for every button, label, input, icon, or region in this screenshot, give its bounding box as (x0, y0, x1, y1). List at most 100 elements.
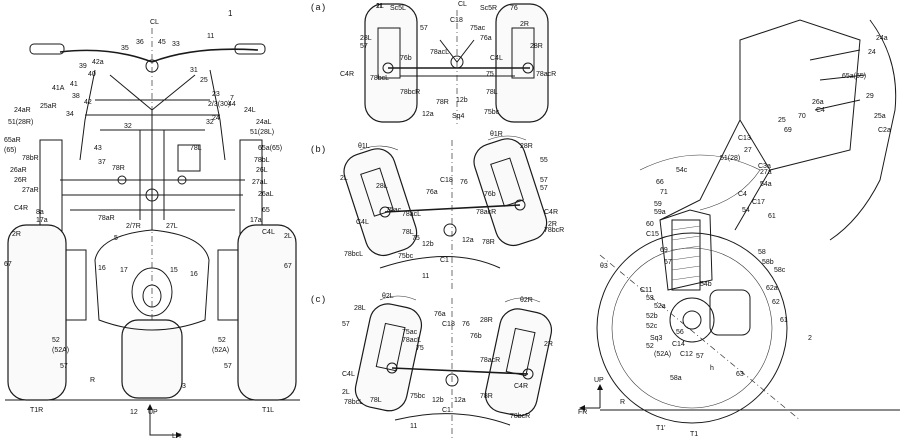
reference-numeral: 32 (124, 123, 132, 130)
reference-numeral: 57 (60, 363, 68, 370)
reference-numeral: 76a (434, 311, 446, 318)
reference-numeral: 28L (354, 305, 366, 312)
handlebar-c (394, 413, 511, 426)
left-wheel-c (354, 303, 423, 412)
reference-numeral: 78L (370, 397, 382, 404)
reference-numeral: 78bcR (510, 413, 530, 420)
reference-numeral: 76 (510, 5, 518, 12)
reference-numeral: C18 (442, 321, 455, 328)
reference-numeral: h (710, 365, 714, 372)
reference-numeral: 8a (36, 209, 44, 216)
reference-numeral: 2L (342, 389, 350, 396)
head-details (809, 49, 866, 111)
frame-side (659, 119, 771, 231)
reference-numeral: 78R (482, 239, 495, 246)
joint-icon (379, 206, 391, 218)
reference-numeral: 58 (758, 249, 766, 256)
fork-column-side (659, 209, 713, 291)
reference-numeral: T1 (690, 431, 698, 438)
reference-numeral: C17 (752, 199, 765, 206)
reference-numeral: 59a (654, 209, 666, 216)
reference-numeral: 27aL (252, 179, 268, 186)
reference-numeral: 66 (656, 179, 664, 186)
reference-numeral: 60 (646, 221, 654, 228)
reference-numeral: 27aR (22, 187, 39, 194)
reference-numeral: 17a (36, 217, 48, 224)
reference-numeral: 11 (376, 3, 383, 10)
reference-numeral: 29 (866, 93, 874, 100)
direction-axes-side (580, 385, 601, 409)
up-arrow-icon (147, 404, 153, 410)
reference-numeral: 2R (544, 341, 553, 348)
left-wheel-b (343, 148, 418, 257)
reference-numeral: 55 (540, 157, 548, 164)
reference-numeral: 75bc (484, 109, 500, 116)
reference-numeral: 28R (480, 317, 493, 324)
section-tag: (a) (310, 3, 326, 13)
reference-numeral: C15 (646, 231, 659, 238)
reference-numeral: T1L (262, 407, 274, 414)
headlight-lens (142, 284, 162, 308)
steering-axis-line (599, 254, 801, 421)
reference-numeral: 27 (744, 147, 752, 154)
tie-rod-c (391, 367, 529, 375)
center-pivot-icon (443, 223, 457, 237)
reference-numeral: FR (578, 409, 587, 416)
reference-numeral: 58c (774, 267, 786, 274)
upper-frame (109, 74, 196, 111)
reference-numeral: 78bcL (344, 399, 363, 406)
reference-numeral: C11 (640, 287, 652, 294)
reference-numeral: 56 (676, 329, 684, 336)
angle-arc-left-c (379, 295, 417, 301)
reference-numeral: 76b (400, 55, 412, 62)
vehicle-body (94, 229, 210, 331)
reference-numeral: C13 (738, 135, 751, 142)
reference-numeral: 16 (190, 271, 198, 278)
reference-numeral: 53 (646, 295, 654, 302)
reference-numeral: 75bc (398, 253, 414, 260)
reference-numeral: C4L (262, 229, 275, 236)
reference-numeral: 31 (190, 67, 198, 74)
reference-numeral: 51(28) (720, 155, 740, 162)
headlight-housing (131, 267, 173, 317)
reference-numeral: 69 (784, 127, 792, 134)
reference-numeral: (52A) (654, 351, 671, 358)
reference-numeral: 40 (88, 71, 96, 78)
reference-numeral: 78L (486, 89, 498, 96)
reference-numeral: C14 (672, 341, 685, 348)
reference-numeral: 11 (422, 273, 429, 280)
reference-numeral: 12b (456, 97, 468, 104)
reference-numeral: C4R (340, 71, 354, 78)
section-c-view (354, 295, 553, 440)
reference-numeral: 67 (664, 259, 672, 266)
reference-numeral: C4 (738, 191, 747, 198)
reference-numeral: 15 (170, 267, 178, 274)
angle-arc-right-c (504, 297, 541, 303)
reference-numeral: Sc5R (480, 5, 497, 12)
right-wheel-c (484, 308, 553, 417)
reference-numeral: 41 (70, 81, 78, 88)
joint-icon (514, 199, 526, 211)
reference-numeral: 17a (250, 217, 262, 224)
joint-icon (522, 368, 534, 380)
reference-numeral: 62 (772, 299, 780, 306)
reference-numeral: C4L (490, 55, 503, 62)
joint-icon (382, 62, 394, 74)
reference-numeral: 24 (868, 49, 876, 56)
reference-numeral: R (90, 377, 95, 384)
knuckle-left-b (360, 167, 395, 217)
reference-numeral: 75ac (470, 25, 486, 32)
reference-numeral: 26a (812, 99, 824, 106)
reference-numeral: CL (150, 19, 159, 26)
direction-axes (149, 405, 180, 436)
reference-numeral: 23 (212, 91, 220, 98)
reference-numeral: 78bcR (544, 227, 564, 234)
reference-numeral: θ2R (520, 297, 533, 304)
reference-numeral: 2 (808, 335, 812, 342)
reference-numeral: 57 (360, 43, 368, 50)
reference-numeral: 42a (92, 59, 104, 66)
reference-numeral: Sq3 (650, 335, 663, 342)
reference-numeral: 52b (646, 313, 658, 320)
reference-numeral: θ2L (382, 293, 394, 300)
reference-numeral: 54b (700, 281, 712, 288)
